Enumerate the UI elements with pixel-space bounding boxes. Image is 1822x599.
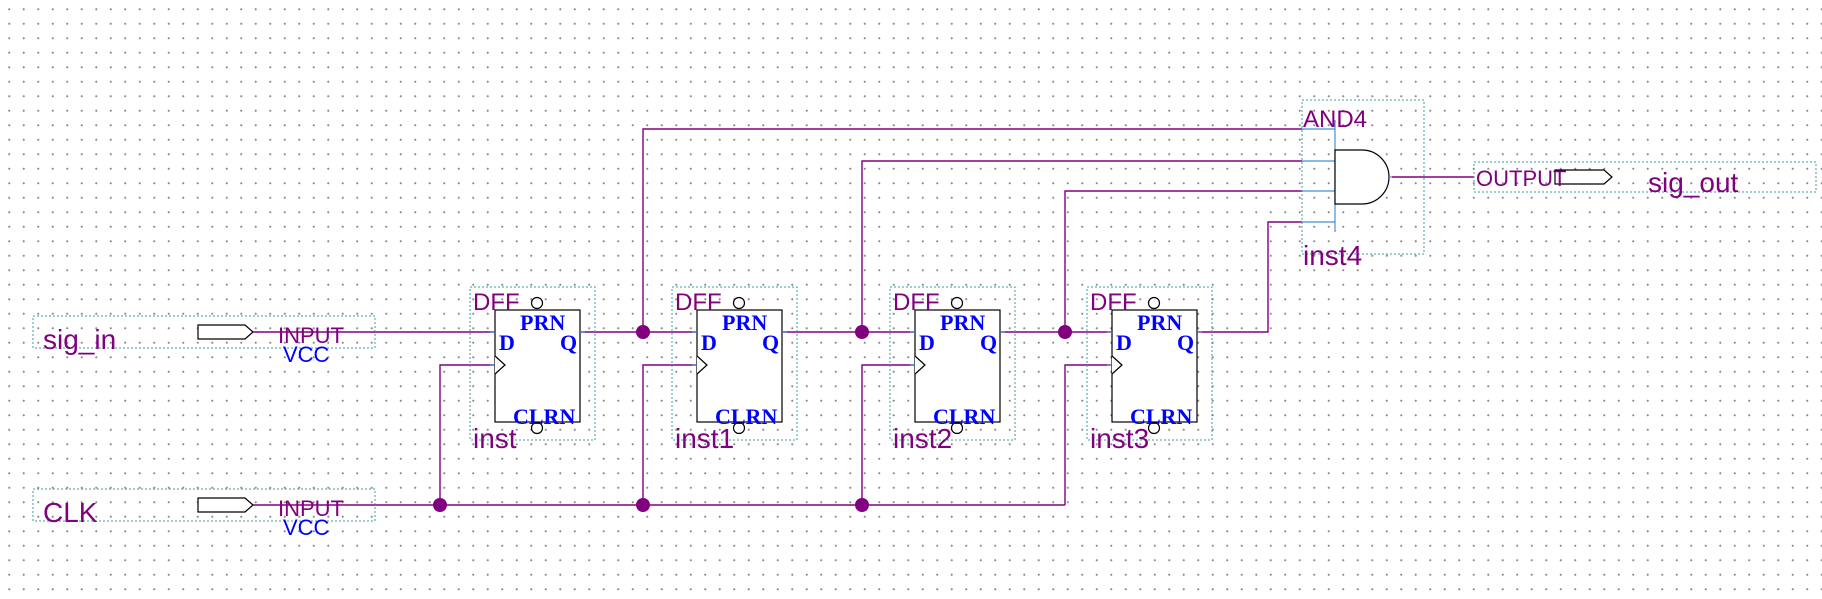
prn-bubble-icon xyxy=(950,296,964,310)
pin-type: INPUT xyxy=(278,496,344,521)
dff-type: DFF xyxy=(473,289,520,316)
dff-type: DFF xyxy=(675,289,722,316)
clock-edge-icon xyxy=(494,355,506,375)
wire-tap0-and xyxy=(642,128,1302,332)
pin-clrn: CLRN xyxy=(1130,404,1192,429)
pin-q: Q xyxy=(980,330,997,355)
pin-q: Q xyxy=(1177,330,1194,355)
junction-dot xyxy=(1058,325,1072,339)
junction-dot xyxy=(855,498,869,512)
dff-type: DFF xyxy=(1090,289,1137,316)
pin-d: D xyxy=(919,330,935,355)
and-gate-icon xyxy=(1334,149,1390,205)
gate-inst: inst4 xyxy=(1303,240,1362,271)
wire-clk-3 xyxy=(1064,364,1112,505)
prn-bubble-icon xyxy=(732,296,746,310)
dff-body xyxy=(696,309,783,423)
clrn-bubble-icon xyxy=(950,421,964,435)
input-pin-icon xyxy=(197,497,254,513)
pin-d: D xyxy=(1116,330,1132,355)
output-pin-sig-out[interactable]: OUTPUT sig_out xyxy=(1473,161,1817,198)
clock-edge-icon xyxy=(696,355,708,375)
clock-edge-icon xyxy=(914,355,926,375)
wire-q3-and xyxy=(1197,221,1302,333)
output-pin-icon xyxy=(1554,169,1613,185)
pin-default: VCC xyxy=(283,342,330,367)
pin-prn: PRN xyxy=(1137,310,1182,335)
input-pin-sig-in[interactable]: sig_in INPUT VCC xyxy=(32,315,376,367)
dff-body xyxy=(1111,309,1198,423)
prn-bubble-icon xyxy=(530,296,544,310)
junction-dot xyxy=(433,498,447,512)
wire-tap2-and xyxy=(1064,190,1302,332)
pin-clrn: CLRN xyxy=(933,404,995,429)
pin-name: sig_out xyxy=(1648,167,1739,198)
pin-clrn: CLRN xyxy=(513,404,575,429)
dff-inst: inst3 xyxy=(1090,423,1149,454)
pin-default: VCC xyxy=(283,515,330,540)
pin-clrn: CLRN xyxy=(715,404,777,429)
pin-type: OUTPUT xyxy=(1476,166,1566,191)
dff-type: DFF xyxy=(893,289,940,316)
gate-type: AND4 xyxy=(1303,106,1367,133)
and4-gate[interactable]: AND4 inst4 xyxy=(1301,99,1425,271)
pin-name: sig_in xyxy=(43,324,116,355)
pin-q: Q xyxy=(560,330,577,355)
pin-prn: PRN xyxy=(722,310,767,335)
junction-dot xyxy=(636,498,650,512)
prn-bubble-icon xyxy=(1147,296,1161,310)
input-pin-icon xyxy=(197,324,254,340)
pin-name: CLK xyxy=(43,497,98,528)
dff-inst: inst1 xyxy=(675,423,734,454)
pin-type: INPUT xyxy=(278,323,344,348)
wire-clk-2 xyxy=(861,364,915,505)
junctions xyxy=(433,325,1072,512)
pin-q: Q xyxy=(762,330,779,355)
dff-inst: inst xyxy=(473,423,517,454)
dff-inst: inst2 xyxy=(893,423,952,454)
pin-prn: PRN xyxy=(940,310,985,335)
dff-body xyxy=(914,309,1001,423)
pin-d: D xyxy=(499,330,515,355)
clock-edge-icon xyxy=(1111,355,1123,375)
junction-dot xyxy=(636,325,650,339)
clrn-bubble-icon xyxy=(732,421,746,435)
input-pin-clk[interactable]: CLK INPUT VCC xyxy=(32,488,376,540)
pin-d: D xyxy=(701,330,717,355)
wire-clk-1 xyxy=(642,364,697,505)
wire-clk-0 xyxy=(439,364,495,505)
pin-prn: PRN xyxy=(520,310,565,335)
clrn-bubble-icon xyxy=(530,421,544,435)
wire-tap1-and xyxy=(861,160,1302,332)
junction-dot xyxy=(855,325,869,339)
clrn-bubble-icon xyxy=(1147,421,1161,435)
wires xyxy=(375,128,1474,506)
